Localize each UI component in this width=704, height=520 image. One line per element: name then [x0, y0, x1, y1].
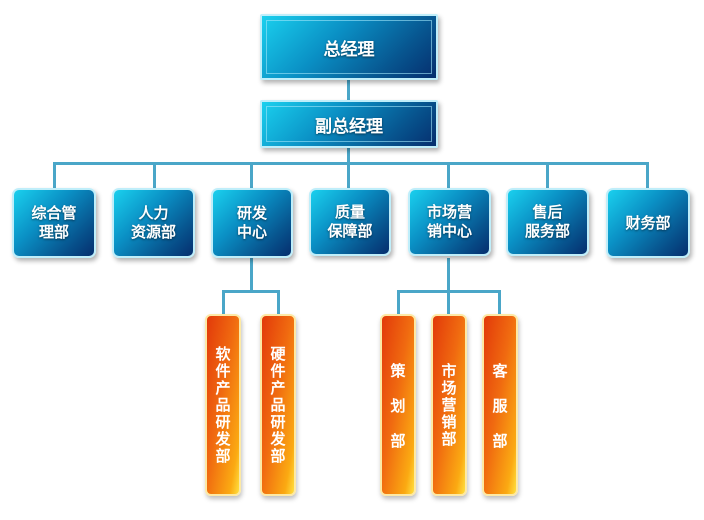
connector: [397, 290, 501, 293]
node-label: 总经理: [323, 39, 375, 60]
node-label: 市场营 销中心: [426, 203, 472, 240]
connector: [347, 80, 350, 102]
node-label: 人力 资源部: [130, 204, 176, 241]
node-label: 质量 保障部: [327, 203, 373, 240]
node-subdepartment: 硬件产品研发部: [260, 314, 296, 496]
node-subdepartment: 客服部: [482, 314, 518, 496]
node-subdepartment: 策划部: [380, 314, 416, 496]
connector: [546, 162, 549, 190]
connector: [222, 290, 225, 316]
connector: [250, 258, 253, 291]
node-label: 策划部: [388, 362, 407, 468]
connector: [250, 162, 253, 190]
connector: [397, 290, 400, 316]
connector: [53, 162, 56, 190]
node-subdepartment: 软件产品研发部: [205, 314, 241, 496]
node-department: 财务部: [606, 188, 690, 258]
connector: [153, 162, 156, 190]
node-subdepartment: 市场营销部: [431, 314, 467, 496]
connector: [347, 162, 350, 190]
connector: [347, 146, 350, 164]
node-deputy: 副总经理: [260, 100, 438, 148]
connector: [447, 162, 450, 190]
connector: [646, 162, 649, 190]
node-department: 质量 保障部: [309, 188, 391, 256]
node-department: 人力 资源部: [112, 188, 195, 258]
connector: [277, 290, 280, 316]
node-label: 软件产品研发部: [213, 345, 232, 465]
node-department: 综合管 理部: [12, 188, 96, 258]
node-label: 研发 中心: [236, 204, 267, 241]
node-label: 综合管 理部: [31, 204, 77, 241]
connector: [222, 290, 280, 293]
node-label: 副总经理: [315, 116, 383, 137]
node-label: 财务部: [625, 213, 671, 232]
node-department: 市场营 销中心: [408, 188, 491, 256]
node-department: 售后 服务部: [506, 188, 589, 256]
node-department: 研发 中心: [211, 188, 293, 258]
connector: [498, 290, 501, 316]
connector: [53, 162, 649, 165]
node-label: 售后 服务部: [524, 203, 570, 240]
node-label: 硬件产品研发部: [268, 345, 287, 465]
connector: [447, 258, 450, 316]
node-label: 客服部: [490, 362, 509, 468]
node-ceo: 总经理: [260, 14, 438, 80]
node-label: 市场营销部: [439, 362, 458, 448]
